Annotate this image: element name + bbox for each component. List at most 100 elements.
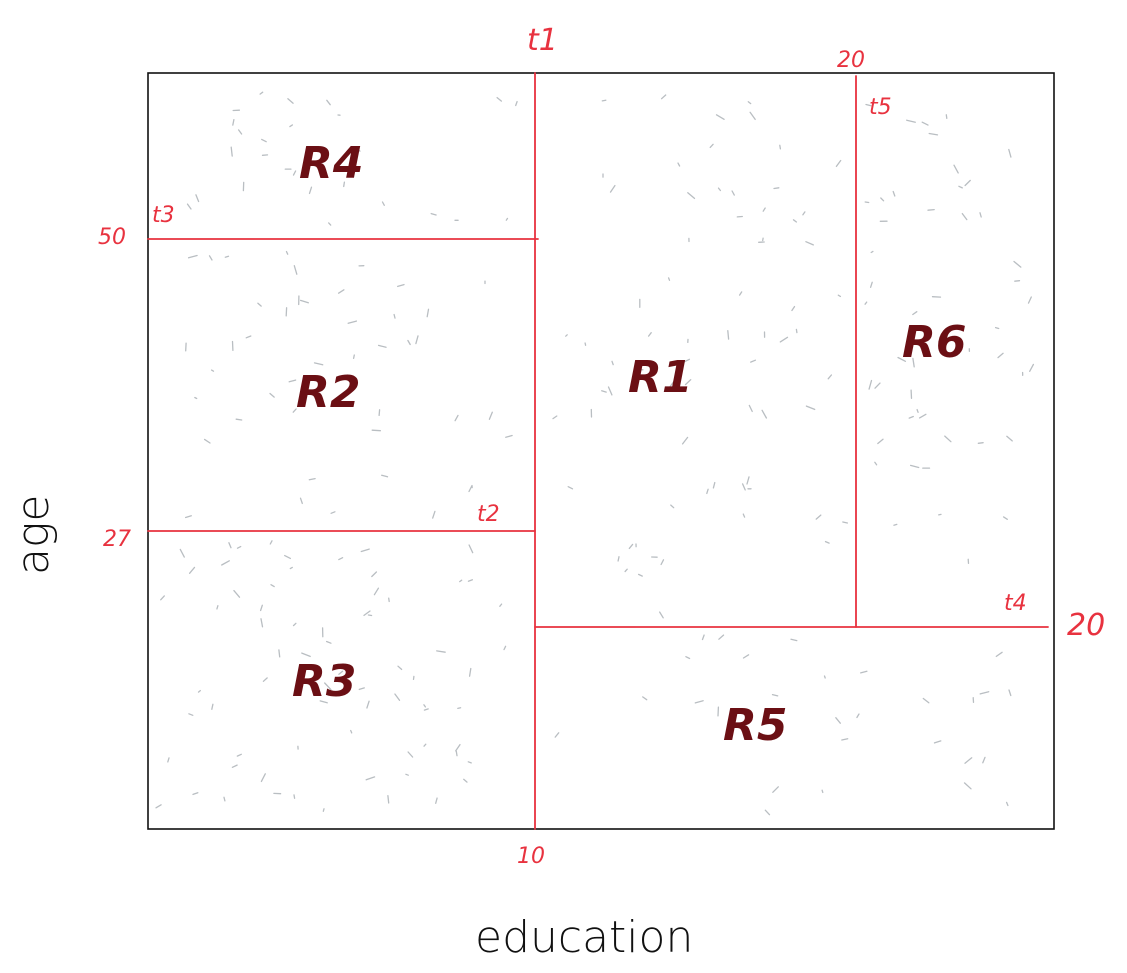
scatter-point [293, 794, 296, 799]
scatter-point [567, 486, 574, 490]
scatter-point [224, 255, 230, 258]
scatter-point [868, 379, 873, 390]
scatter-point [221, 560, 230, 566]
scatter-point [922, 697, 930, 704]
scatter-point [284, 554, 292, 560]
scatter-point [432, 510, 436, 519]
scatter-point [397, 665, 403, 671]
scatter-point [837, 294, 842, 298]
scatter-point [343, 181, 346, 188]
scatter-point [624, 568, 628, 573]
scatter-point [870, 250, 874, 254]
scatter-point [670, 504, 675, 509]
scatter-point [874, 382, 881, 389]
scatter-point [496, 96, 503, 102]
scatter-point [747, 101, 752, 105]
scatter-point [835, 159, 842, 168]
scatter-point [841, 738, 849, 741]
plot-frame [147, 72, 1055, 830]
scatter-point [647, 332, 652, 337]
scatter-point [715, 114, 725, 120]
scatter-point [916, 408, 919, 413]
scatter-point [347, 320, 358, 324]
scatter-point [455, 750, 458, 757]
scatter-point [423, 743, 427, 747]
scatter-point [436, 650, 446, 653]
scatter-point [864, 301, 868, 305]
scatter-point [322, 808, 325, 812]
scatter-point [269, 540, 273, 545]
scatter-point [918, 413, 927, 419]
scatter-point [779, 144, 782, 150]
tick-label-age-27: 27 [103, 527, 131, 552]
scatter-point [982, 756, 986, 764]
scatter-point [792, 219, 798, 223]
scatter-point [203, 438, 211, 444]
scatter-point [945, 114, 948, 120]
scatter-point [423, 704, 427, 708]
scatter-point [301, 652, 311, 658]
scatter-point [292, 170, 297, 176]
scatter-point [927, 208, 935, 211]
scatter-point [1002, 516, 1008, 520]
scatter-point [856, 713, 860, 719]
scatter-point [865, 103, 872, 107]
scatter-point [694, 700, 704, 704]
scatter-points [155, 91, 1035, 816]
scatter-point [299, 497, 303, 505]
scatter-point [642, 696, 648, 701]
scatter-point [684, 379, 692, 386]
scatter-point [231, 764, 238, 768]
scatter-point [179, 548, 185, 558]
scatter-point [1014, 280, 1021, 282]
scatter-point [835, 717, 841, 724]
scatter-point [337, 289, 345, 294]
scatter-point [944, 435, 952, 443]
scatter-point [407, 339, 411, 346]
scatter-point [488, 411, 493, 420]
scatter-point [565, 334, 568, 337]
scatter-point [289, 124, 294, 128]
scatter-point [387, 795, 390, 804]
tick-label-top-20: 20 [837, 48, 865, 73]
scatter-point [367, 614, 373, 617]
scatter-point [860, 670, 868, 674]
scatter-point [210, 369, 215, 372]
scatter-point [228, 542, 232, 549]
scatter-point [308, 186, 313, 195]
scatter-point [874, 461, 878, 466]
scatter-point [750, 359, 757, 363]
scatter-point [292, 622, 297, 627]
scatter-point [938, 513, 942, 516]
scatter-point [407, 751, 414, 758]
scatter-point [842, 521, 849, 524]
scatter-point [607, 386, 613, 396]
scatter-point [660, 559, 665, 566]
scatter-point [312, 145, 319, 152]
scatter-point [660, 94, 667, 100]
scatter-point [378, 409, 381, 417]
scatter-point [961, 212, 968, 221]
scatter-point [738, 291, 743, 296]
region-label-r4: R4 [299, 138, 364, 189]
scatter-point [187, 254, 198, 259]
scatter-point [366, 700, 370, 709]
scatter-point [742, 513, 746, 518]
scatter-point [415, 335, 419, 345]
scatter-point [363, 610, 371, 617]
scatter-point [897, 356, 907, 362]
scatter-point [964, 179, 971, 187]
scatter-point [906, 119, 916, 123]
scatter-point [230, 146, 233, 157]
scatter-point [712, 481, 716, 489]
scatter-point [397, 283, 405, 288]
scatter-point [325, 640, 332, 644]
scatter-point [455, 743, 461, 752]
y-axis-label: age [8, 495, 59, 575]
scatter-point [997, 352, 1004, 359]
scatter-point [1029, 363, 1035, 372]
region-label-r5: R5 [723, 700, 788, 751]
scatter-point [269, 392, 275, 398]
scatter-point [188, 713, 194, 716]
